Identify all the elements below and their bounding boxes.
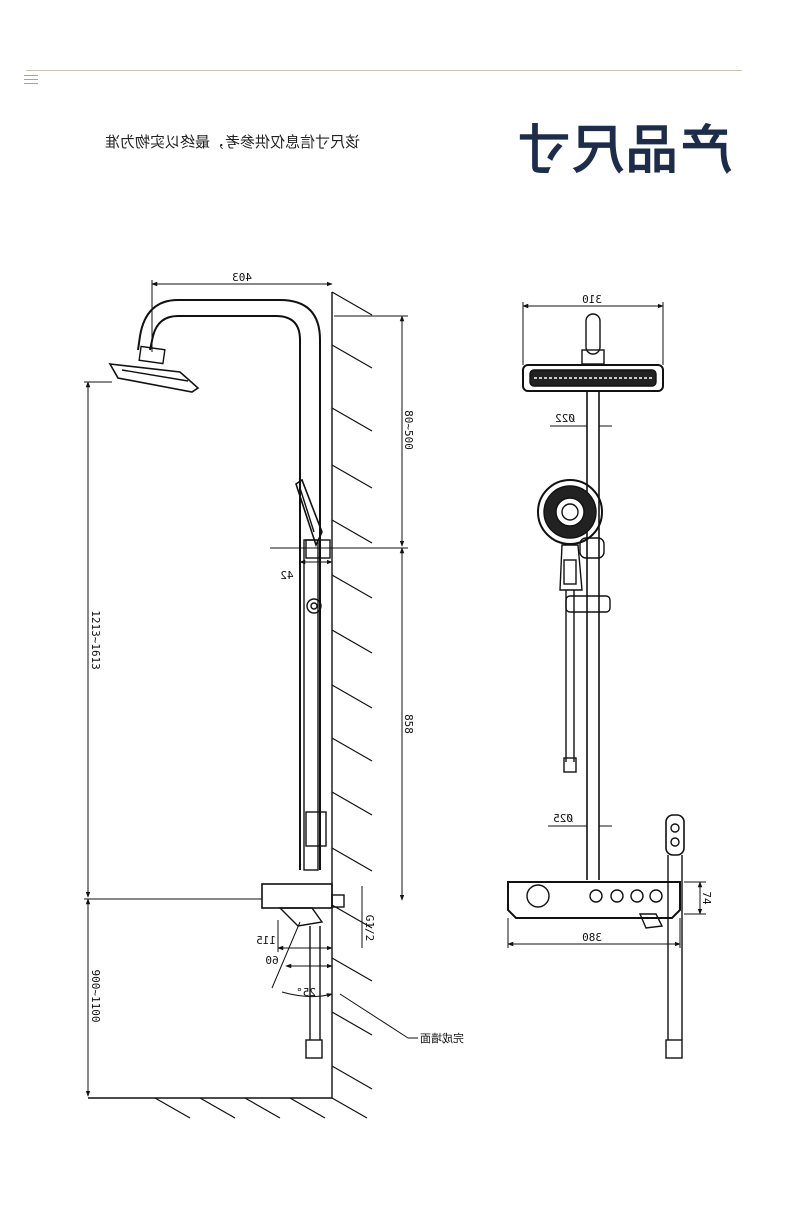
side-view bbox=[88, 291, 373, 1119]
top-rule bbox=[26, 70, 742, 71]
dim-lower-pipe-dia: Ø25 bbox=[553, 812, 573, 825]
dim-ground-height: 900~1100 bbox=[89, 970, 102, 1023]
dim-spout-offset: 60 bbox=[265, 954, 278, 967]
front-view bbox=[507, 313, 685, 1059]
dim-slide-bar: 858 bbox=[402, 714, 415, 734]
front-mixer-shelf bbox=[507, 881, 681, 929]
side-dimension-lines bbox=[84, 280, 418, 1097]
menu-icon[interactable] bbox=[24, 75, 38, 85]
front-dimension-lines bbox=[507, 302, 706, 948]
side-mixer bbox=[261, 811, 345, 927]
finished-wall-callout: 完成墙面 bbox=[420, 1031, 464, 1045]
dim-spout-angle: 25° bbox=[296, 986, 316, 999]
front-hand-shower bbox=[537, 479, 605, 591]
wall-hatching bbox=[331, 291, 373, 1090]
floor-hatching bbox=[154, 1097, 368, 1119]
dim-total-height: 1213~1613 bbox=[89, 610, 102, 670]
dim-shelf-height: 74 bbox=[700, 891, 713, 905]
dim-spout-reach: 115 bbox=[256, 934, 276, 947]
side-shower-head bbox=[108, 345, 200, 393]
dim-shelf-width: 380 bbox=[582, 931, 602, 944]
front-shower-head bbox=[522, 364, 664, 392]
dim-bracket-depth: 42 bbox=[280, 569, 293, 582]
dim-thread: G1/2 bbox=[363, 915, 376, 942]
side-hand-shower bbox=[295, 478, 331, 614]
dim-top-height: 80~500 bbox=[402, 410, 415, 450]
dim-upper-pipe-dia: Ø22 bbox=[555, 412, 575, 425]
dim-head-reach: 403 bbox=[232, 271, 252, 284]
dim-head-width: 310 bbox=[582, 293, 602, 306]
